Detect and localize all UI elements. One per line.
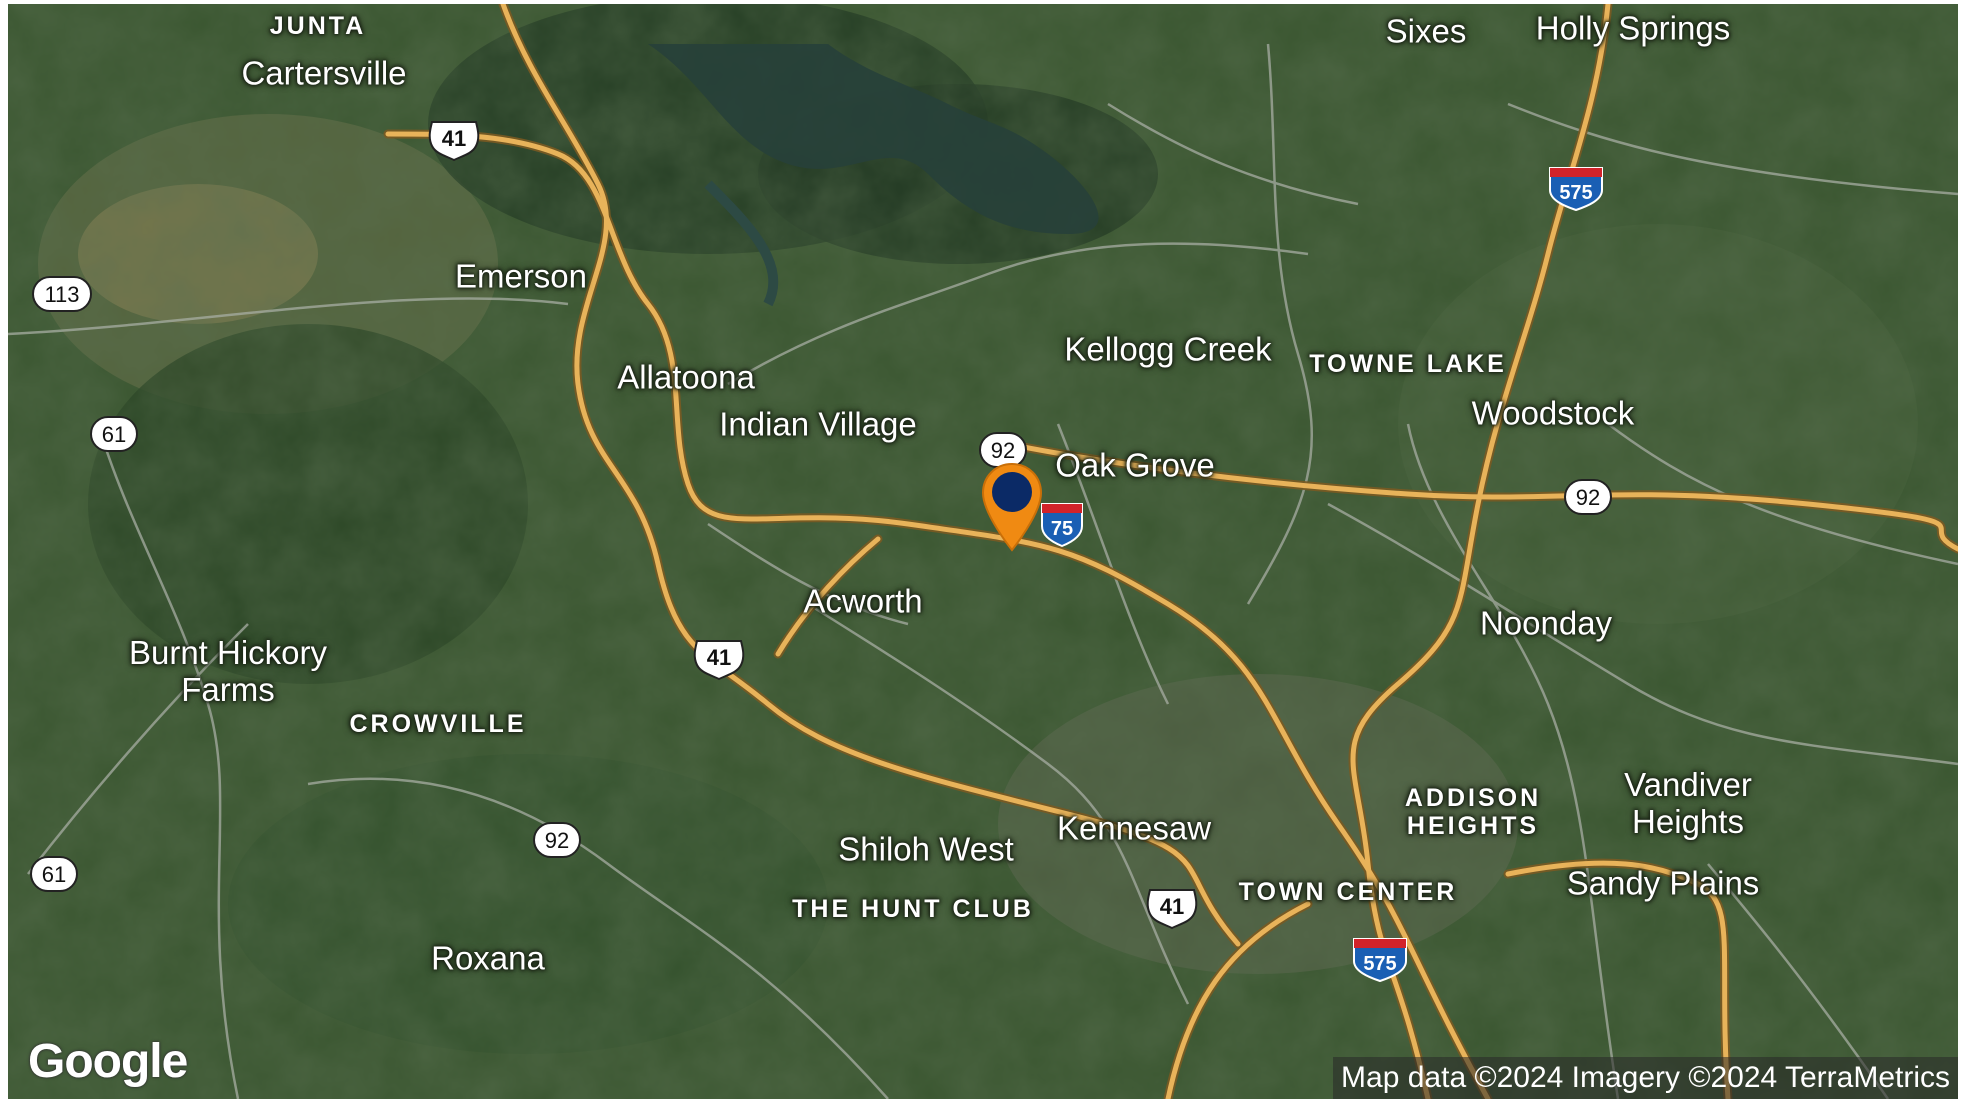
place-label-burnt-hickory-farms: Burnt Hickory Farms: [128, 634, 328, 708]
route-shield-number: 61: [102, 422, 126, 447]
route-shield-sr-92: 92: [978, 431, 1028, 469]
map-attribution[interactable]: Map data ©2024 Imagery ©2024 TerraMetric…: [1333, 1057, 1958, 1099]
route-shield-i-575: 575: [1546, 164, 1606, 212]
route-shield-us-41: 41: [691, 637, 747, 681]
place-label-sandy-plains: Sandy Plains: [1566, 864, 1760, 902]
route-shield-number: 575: [1559, 182, 1592, 204]
place-label-addison-heights: ADDISON HEIGHTS: [1404, 784, 1542, 840]
route-shield-us-41: 41: [426, 118, 482, 162]
place-label-kellogg-creek: Kellogg Creek: [1064, 330, 1272, 368]
google-logo: Google: [28, 1035, 188, 1088]
place-label-crowville: CROWVILLE: [349, 710, 527, 738]
place-label-woodstock: Woodstock: [1471, 394, 1635, 432]
place-label-emerson: Emerson: [454, 257, 588, 295]
route-shield-number: 92: [991, 438, 1015, 463]
route-shield-sr-61: 61: [29, 855, 79, 893]
place-label-shiloh-west: Shiloh West: [838, 830, 1014, 868]
place-label-town-center: TOWN CENTER: [1238, 878, 1458, 906]
place-label-indian-village: Indian Village: [719, 405, 917, 443]
route-shield-i-575: 575: [1350, 935, 1410, 983]
route-shield-us-41: 41: [1144, 886, 1200, 930]
route-shield-number: 41: [442, 126, 466, 151]
route-shield-number: 92: [1576, 485, 1600, 510]
place-label-acworth: Acworth: [803, 582, 923, 620]
place-label-junta: JUNTA: [269, 12, 367, 40]
place-label-oak-grove: Oak Grove: [1055, 446, 1215, 484]
route-shield-number: 113: [44, 282, 79, 307]
place-label-roxana: Roxana: [431, 939, 545, 977]
route-shield-sr-92: 92: [1563, 478, 1613, 516]
route-shield-number: 575: [1363, 953, 1396, 975]
route-shield-i-75: 75: [1038, 500, 1086, 548]
place-label-holly-springs: Holly Springs: [1535, 9, 1731, 47]
route-shield-number: 61: [42, 862, 66, 887]
place-label-kennesaw: Kennesaw: [1056, 809, 1212, 847]
route-shield-number: 75: [1051, 518, 1073, 540]
route-shield-sr-113: 113: [31, 275, 93, 313]
place-label-noonday: Noonday: [1479, 604, 1613, 642]
place-label-vandiver-heights: Vandiver Heights: [1624, 766, 1752, 840]
route-shield-sr-92: 92: [532, 821, 582, 859]
route-shield-number: 41: [1160, 894, 1184, 919]
place-label-towne-lake: TOWNE LAKE: [1309, 350, 1507, 378]
place-label-cartersville: Cartersville: [241, 54, 407, 92]
place-label-allatoona: Allatoona: [617, 358, 755, 396]
place-label-the-hunt-club: THE HUNT CLUB: [792, 895, 1034, 923]
map-pin-icon[interactable]: [980, 462, 1044, 554]
place-label-sixes: Sixes: [1385, 12, 1467, 50]
map-view[interactable]: JUNTA Cartersville Emerson Allatoona Ind…: [8, 4, 1958, 1099]
route-shield-sr-61: 61: [89, 415, 139, 453]
route-shield-number: 92: [545, 828, 569, 853]
route-shield-number: 41: [707, 645, 731, 670]
satellite-imagery: [8, 4, 1958, 1099]
